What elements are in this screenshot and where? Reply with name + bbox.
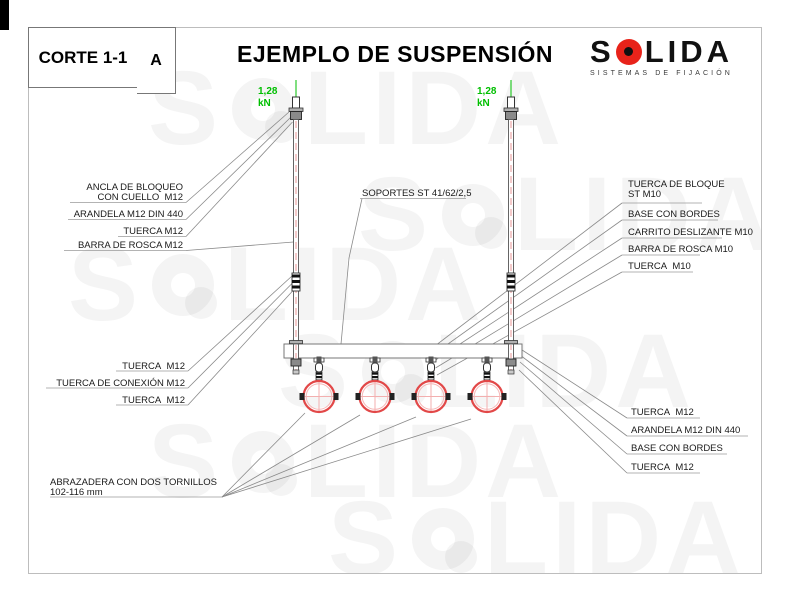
slider-nut (372, 356, 378, 363)
solida-logo: S LIDA SISTEMAS DE FIJACIÓN (590, 36, 765, 77)
rod-end-cap (292, 369, 300, 375)
coupling-band (507, 280, 515, 283)
logo-tagline: SISTEMAS DE FIJACIÓN (590, 70, 733, 77)
anchor-head (292, 96, 300, 109)
callout-bloque-line2: ST M10 (628, 189, 661, 200)
slider-nut (428, 356, 434, 363)
logo-red-circle-icon (615, 38, 642, 65)
clamp-screw-right (501, 393, 507, 400)
washer (288, 107, 304, 112)
stub-band (372, 376, 378, 379)
callout-ancla-line2: CON CUELLO M12 (97, 192, 183, 203)
page-title: EJEMPLO DE SUSPENSIÓN (237, 41, 553, 67)
clamp-ring-inner (473, 383, 501, 410)
nut (505, 111, 517, 120)
stub-band (372, 372, 378, 375)
nut-below-channel (505, 358, 517, 367)
callout-arandela-der: ARANDELA M12 DIN 440 (631, 425, 740, 436)
load-labels: 1,28 kN 1,28 kN (258, 86, 497, 109)
callout-barra-der: BARRA DE ROSCA M10 (628, 244, 733, 255)
logo-letters-lida: LIDA (644, 34, 734, 69)
clamp-ring-outer (470, 379, 504, 414)
callout-abrazadera-line1: ABRAZADERA CON DOS TORNILLOS (50, 477, 217, 488)
load-unit-left: kN (258, 98, 271, 109)
stub-band (428, 372, 434, 375)
threaded-rod-right (503, 80, 519, 375)
detail-reference-label: A (150, 51, 162, 69)
callout-tuerca-m10: TUERCA M10 (628, 261, 691, 272)
callout-barra-izq: BARRA DE ROSCA M12 (78, 240, 183, 251)
section-reference-box: CORTE 1-1 (28, 27, 138, 88)
pipe-clamp-3 (411, 356, 451, 414)
coupling-band (292, 285, 300, 289)
section-reference-label: CORTE 1-1 (38, 47, 128, 67)
coupling-band (507, 285, 515, 289)
callout-carrito: CARRITO DESLIZANTE M10 (628, 227, 753, 238)
coupling-band (292, 280, 300, 283)
coupling-band (292, 274, 300, 278)
clamp-ring-inner (305, 383, 333, 410)
callout-tuerca-sup: TUERCA M12 (122, 361, 185, 372)
slider-nut (484, 356, 490, 363)
clamp-screw-right (445, 393, 451, 400)
hanger-link (427, 362, 435, 373)
stub-band (316, 376, 322, 379)
washer-on-channel (289, 340, 303, 345)
callout-tuerca-izq: TUERCA M12 (123, 226, 183, 237)
solida-logo-wordmark: S LIDA (590, 36, 765, 67)
nut-below-channel (290, 358, 302, 367)
callout-bloque-line1: TUERCA DE BLOQUE (628, 179, 725, 190)
callout-tuerca-inf: TUERCA M12 (122, 395, 185, 406)
stub-band (484, 376, 490, 379)
detail-reference-box: A (137, 27, 176, 94)
callout-abrazadera-line2: 102-116 mm (50, 487, 103, 498)
clamp-ring-outer (414, 379, 448, 414)
washer (503, 107, 519, 112)
hanger-link (483, 362, 491, 373)
pipe-clamp-2 (355, 356, 395, 414)
load-value-right: 1,28 (477, 86, 497, 97)
clamp-screw-left (355, 393, 361, 400)
stub-band (428, 376, 434, 379)
logo-letter-s: S (590, 34, 615, 69)
clamp-screw-right (389, 393, 395, 400)
threaded-rod-left (288, 80, 304, 375)
drawing-frame (28, 27, 762, 574)
sheet-corner-mark (0, 0, 9, 30)
clamp-screw-left (467, 393, 473, 400)
coupling-band (507, 274, 515, 278)
callout-tuerca-d1: TUERCA M12 (631, 407, 694, 418)
pipe-clamp-1 (299, 356, 339, 414)
clamp-ring-inner (361, 383, 389, 410)
callout-tuerca-d2: TUERCA M12 (631, 462, 694, 473)
hanger-link (315, 362, 323, 373)
anchor-head (507, 96, 515, 109)
load-value-left: 1,28 (258, 86, 278, 97)
callout-labels: ANCLA DE BLOQUEO CON CUELLO M12 ARANDELA… (50, 179, 753, 498)
stub-band (484, 372, 490, 375)
hanger-link (371, 362, 379, 373)
callout-arandela-izq: ARANDELA M12 DIN 440 (74, 209, 183, 220)
slider-nut (316, 356, 322, 363)
pipe-clamp-4 (467, 356, 507, 414)
leader-lines (46, 111, 748, 498)
clamp-ring-outer (302, 379, 336, 414)
nut (290, 111, 302, 120)
callout-base-inf: BASE CON BORDES (631, 443, 723, 454)
clamp-ring-inner (417, 383, 445, 410)
clamp-screw-right (333, 393, 339, 400)
strut-channel (283, 343, 523, 359)
callout-base-sup: BASE CON BORDES (628, 209, 720, 220)
washer-on-channel (504, 340, 518, 345)
clamp-screw-left (411, 393, 417, 400)
callout-soportes: SOPORTES ST 41/62/2,5 (362, 188, 471, 199)
clamp-screw-left (299, 393, 305, 400)
callout-ancla-line1: ANCLA DE BLOQUEO (86, 182, 183, 193)
callout-conexion: TUERCA DE CONEXIÓN M12 (56, 378, 185, 389)
clamp-ring-outer (358, 379, 392, 414)
stub-band (316, 372, 322, 375)
load-unit-right: kN (477, 98, 490, 109)
rod-end-cap (507, 369, 515, 375)
